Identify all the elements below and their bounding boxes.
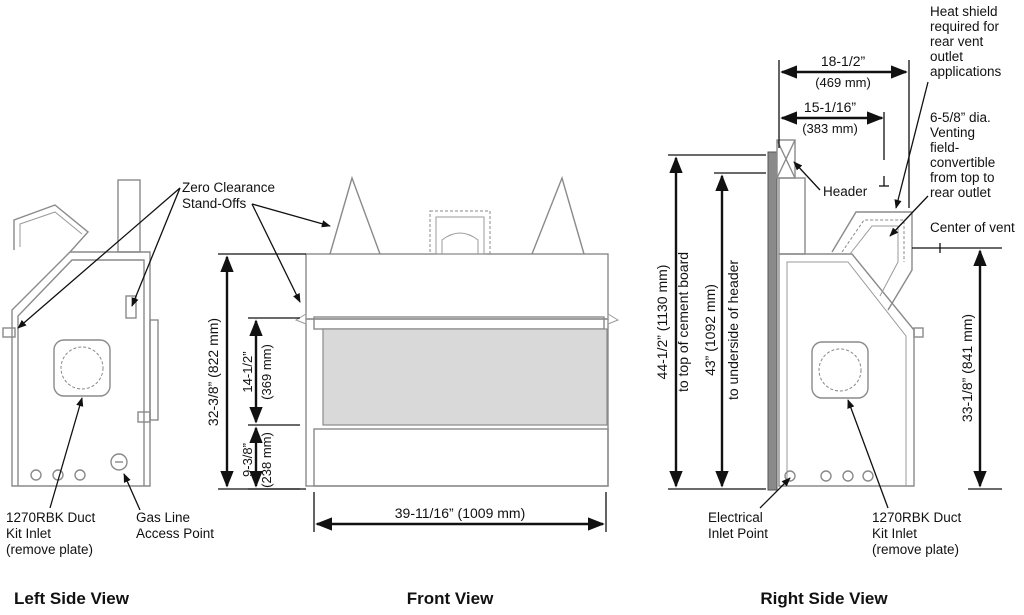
venting-label-5: from top to	[930, 170, 995, 185]
duct-left-label-2: Kit Inlet	[6, 526, 51, 541]
header-text: to underside of header	[725, 260, 741, 400]
front-height-text: 32-3/8” (822 mm)	[205, 318, 221, 426]
venting-label-6: rear outlet	[930, 185, 991, 200]
base-height-imperial: 9-3/8”	[240, 443, 255, 477]
duct-left-label-1: 1270RBK Duct	[6, 510, 96, 525]
duct-right-label-1: 1270RBK Duct	[872, 510, 962, 525]
heat-shield-label-1: Heat shield	[930, 4, 998, 19]
base-height-metric: (238 mm)	[259, 432, 274, 488]
header-dimension: 43” (1092 mm)	[702, 284, 718, 376]
heat-shield-label-5: applications	[930, 64, 1002, 79]
center-of-vent-label: Center of vent	[930, 220, 1015, 235]
venting-label-3: field-	[930, 140, 959, 155]
front-width-text: 39-11/16” (1009 mm)	[395, 505, 525, 521]
front-view-drawing	[294, 175, 620, 487]
glass-height-metric: (369 mm)	[259, 344, 274, 400]
heat-shield-label-2: required for	[930, 19, 1000, 34]
venting-label-1: 6-5/8” dia.	[930, 110, 991, 125]
cement-board-text: to top of cement board	[675, 252, 691, 392]
electrical-label-1: Electrical	[708, 510, 763, 525]
heat-shield-label-4: outlet	[930, 49, 963, 64]
zero-clearance-label-1: Zero Clearance	[182, 180, 275, 195]
callout-leaders	[17, 81, 929, 511]
cement-board-dimension: 44-1/2” (1130 mm)	[654, 265, 670, 380]
duct-right-label-3: (remove plate)	[872, 542, 959, 557]
left-side-view-drawing	[2, 179, 159, 487]
heat-shield-label-3: rear vent	[930, 34, 984, 49]
depth-total-metric: (469 mm)	[815, 75, 871, 90]
header-label: Header	[823, 184, 868, 199]
depth-vent-metric: (383 mm)	[802, 121, 858, 136]
depth-total-imperial: 18-1/2”	[821, 53, 866, 69]
venting-label-4: convertible	[930, 155, 995, 170]
gas-line-label-2: Access Point	[136, 526, 214, 541]
vent-center-dimension: 33-1/8” (841 mm)	[959, 314, 975, 422]
zero-clearance-label-2: Stand-Offs	[182, 196, 247, 211]
electrical-label-2: Inlet Point	[708, 526, 768, 541]
depth-vent-imperial: 15-1/16”	[804, 99, 856, 115]
right-side-view-drawing	[767, 139, 924, 491]
dimension-lines	[218, 60, 1002, 532]
duct-left-label-3: (remove plate)	[6, 542, 93, 557]
gas-line-label-1: Gas Line	[136, 510, 190, 525]
glass-height-imperial: 14-1/2”	[240, 351, 255, 392]
venting-label-2: Venting	[930, 125, 975, 140]
right-side-view-title: Right Side View	[760, 589, 888, 608]
duct-right-label-2: Kit Inlet	[872, 526, 917, 541]
left-side-view-title: Left Side View	[14, 589, 130, 608]
front-view-title: Front View	[407, 589, 494, 608]
